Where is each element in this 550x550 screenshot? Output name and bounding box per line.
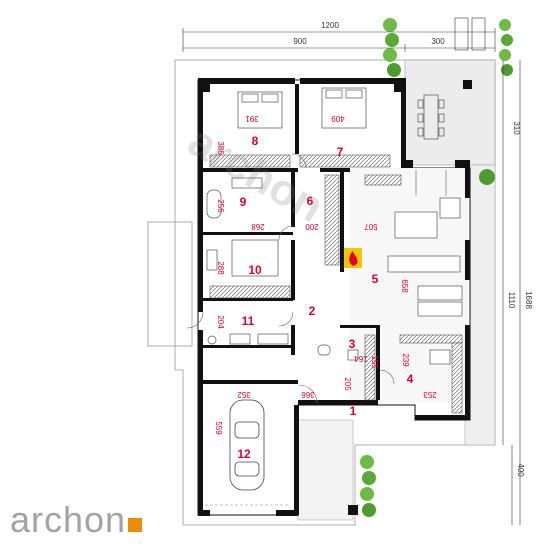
room-depth: 288: [216, 261, 225, 275]
dim-overall-depth: 1688: [524, 291, 533, 309]
room-depth: 205: [343, 377, 352, 391]
dim-left-width: 900: [293, 37, 307, 46]
room-depth: 256: [216, 199, 225, 213]
room-depth: 155: [370, 355, 379, 369]
room-number: 12: [237, 447, 251, 461]
flame-icon: [349, 251, 358, 266]
beds: [231, 87, 367, 277]
room-depth: 204: [216, 315, 225, 329]
room-width: 164: [354, 354, 368, 363]
dim-lower-depth: 400: [516, 463, 525, 477]
room-width: 200: [305, 222, 319, 231]
dim-upper-depth: 1110: [507, 292, 516, 309]
dimension-lines: [182, 28, 521, 525]
room-number: 10: [248, 263, 262, 277]
room-width: 391: [245, 114, 259, 123]
room-number: 9: [240, 195, 247, 209]
room-number: 5: [372, 272, 379, 286]
exterior-walls: [198, 78, 470, 516]
room-width: 253: [423, 390, 437, 399]
built-in-furniture: [209, 154, 463, 414]
room-number: 7: [337, 145, 344, 159]
door-swings: [186, 153, 395, 404]
room-number: 11: [242, 314, 255, 328]
room-depth: 386: [216, 141, 225, 155]
room-number: 3: [349, 337, 356, 351]
room-width: 366: [301, 390, 315, 399]
room-depth: 559: [214, 421, 223, 435]
room-width: 352: [237, 390, 251, 399]
room-numbers: 8 7 6 9 10 5 11 2 3 4 1 12: [237, 134, 413, 461]
site-outline: [147, 59, 496, 526]
bathroom-fixtures: [206, 177, 359, 361]
room-number: 1: [350, 404, 357, 418]
dim-terrace-depth: 310: [512, 121, 521, 135]
room-number: 4: [407, 372, 414, 386]
car: [229, 399, 265, 491]
dim-right-width: 300: [431, 37, 445, 46]
room-width: 409: [331, 114, 345, 123]
garden-plants: [360, 18, 513, 517]
brand-name: archon: [10, 499, 127, 540]
room-number: 8: [252, 134, 259, 148]
brand-logo: archon: [10, 499, 143, 540]
terrace-furniture: [417, 17, 486, 140]
brand-square-icon: [128, 518, 143, 532]
dim-total-width: 1200: [321, 21, 339, 30]
room-width: 507: [364, 222, 378, 231]
living-furniture: [387, 170, 463, 365]
room-dimensions: 391 386 409 200 268 256 288 507 658 204 …: [214, 114, 437, 435]
room-depth: 658: [400, 279, 409, 293]
room-depth: 239: [401, 353, 410, 367]
room-width: 268: [251, 222, 265, 231]
terrace-pillar: [463, 80, 472, 89]
interior-walls: [203, 84, 380, 400]
room-number: 2: [309, 304, 316, 318]
room-number: 6: [307, 194, 314, 208]
